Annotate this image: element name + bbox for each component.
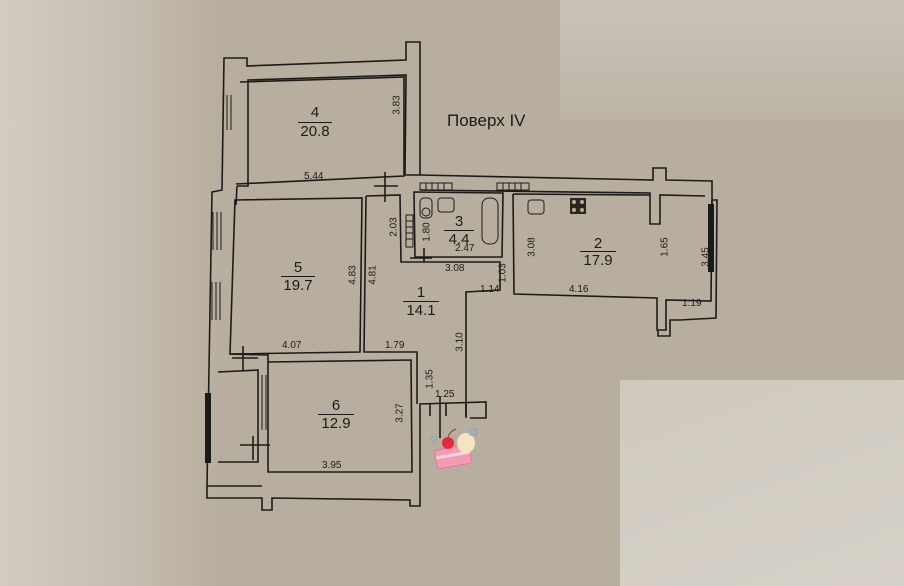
- cake-sticker-icon: [430, 428, 477, 470]
- dim-r5-width: 4.07: [282, 340, 302, 351]
- dim-r2-alcove-width: 1.19: [682, 298, 702, 309]
- dim-r1-entry-width: 1.25: [435, 389, 455, 400]
- room-1-area: 14.1: [403, 301, 439, 318]
- dim-r1-niche-depth: 1.03: [497, 263, 509, 283]
- dim-r3-width-inner: 2.47: [455, 243, 475, 254]
- room-4-area: 20.8: [298, 122, 332, 139]
- room-5-area: 19.7: [281, 276, 315, 293]
- background-light-bottom-right: [620, 380, 904, 586]
- room-4-number: 4: [310, 104, 320, 121]
- room-6-number: 6: [331, 397, 341, 414]
- dim-hall-top-depth: 2.03: [388, 217, 400, 237]
- room-1-number: 1: [416, 284, 426, 301]
- dim-r1-bottom: 1.79: [385, 340, 405, 351]
- dim-r1-height: 4.81: [367, 265, 379, 285]
- dim-r1-niche-width: 1.14: [480, 284, 500, 295]
- dim-r3-height: 1.80: [421, 222, 433, 242]
- dim-r1-entry-depth: 1.35: [424, 369, 436, 389]
- dim-r2-alcove: 1.65: [659, 237, 671, 257]
- dim-r6-height: 3.27: [394, 403, 406, 423]
- window-dark-left: [205, 393, 211, 463]
- stove-icon: [570, 198, 586, 214]
- dim-r5-height: 4.83: [347, 265, 359, 285]
- room-5-number: 5: [293, 259, 303, 276]
- room-2-number: 2: [593, 235, 603, 252]
- dim-r2-right-height: 3.45: [700, 247, 712, 267]
- background-light-top-right: [560, 0, 904, 120]
- window-dark-right: [708, 204, 714, 272]
- dim-r4-width: 5.44: [304, 171, 324, 182]
- dim-r2-height: 3.08: [526, 237, 538, 257]
- dim-r2-width: 4.16: [569, 284, 589, 295]
- room-3-number: 3: [454, 213, 464, 230]
- room-3-area: 4.4: [444, 230, 474, 247]
- room-2-area: 17.9: [580, 251, 616, 268]
- dim-r3-width: 3.08: [445, 263, 465, 274]
- dim-r1-right: 3.10: [454, 332, 466, 352]
- background-light-left: [0, 0, 220, 586]
- dim-r6-width: 3.95: [322, 460, 342, 471]
- dim-r4-height: 3.83: [391, 95, 403, 115]
- room-6-area: 12.9: [318, 414, 354, 431]
- floor-title: Поверх IV: [447, 111, 526, 130]
